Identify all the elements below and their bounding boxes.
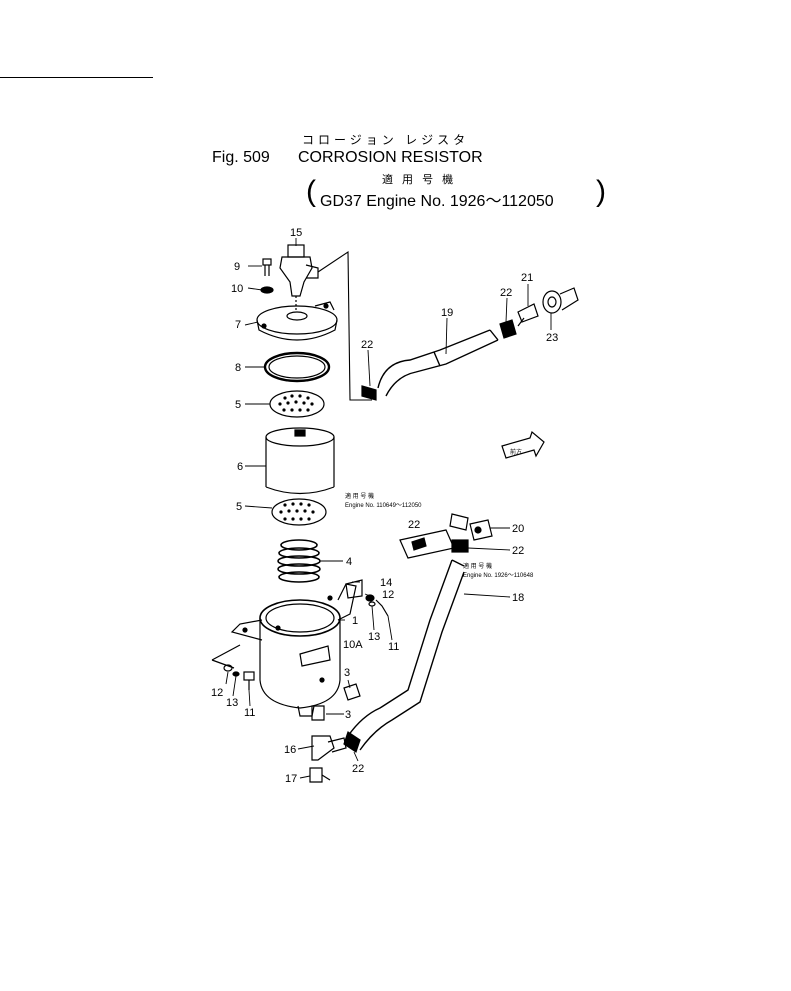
part-9-bolt	[262, 258, 272, 276]
callout-4: 4	[346, 556, 352, 568]
note-upper-range: Engine No. 110649～112050	[345, 503, 422, 509]
part-22-clamp-bottom	[343, 731, 361, 753]
kana-applicable: 適 用 号 機	[382, 174, 457, 186]
callout-10: 10	[231, 283, 243, 295]
part-5-plate-upper	[269, 390, 325, 418]
callout-21: 21	[521, 272, 533, 284]
part-19-hose	[377, 329, 499, 397]
callout-17: 17	[285, 773, 297, 785]
callout-22-upper-right: 22	[500, 287, 512, 299]
callout-5-upper: 5	[235, 399, 241, 411]
callout-22-inset: 22	[408, 519, 420, 531]
callout-23: 23	[546, 332, 558, 344]
callout-20: 20	[512, 523, 524, 535]
part-17-drain	[309, 767, 331, 783]
part-1-housing	[230, 583, 357, 717]
callout-13-right: 13	[368, 631, 380, 643]
callout-1: 1	[352, 615, 358, 627]
part-22-clamp-upper-left	[361, 385, 377, 401]
part-7-cover	[256, 301, 338, 341]
note-upper-kana: 適 用 号 機	[345, 492, 374, 500]
callout-6: 6	[237, 461, 243, 473]
callout-7: 7	[235, 319, 241, 331]
callout-10A: 10A	[343, 639, 363, 651]
callout-9: 9	[234, 261, 240, 273]
part-16-elbow	[311, 735, 347, 761]
part-5-plate-lower	[271, 498, 327, 526]
part-23-adapter	[542, 287, 579, 314]
leader-lines	[225, 238, 552, 779]
callout-12-right: 12	[382, 589, 394, 601]
part-4-spring	[277, 539, 321, 583]
note-lower-kana: 適 用 号 機	[463, 562, 492, 570]
part-8-gasket	[263, 351, 331, 383]
callout-13-left: 13	[226, 697, 238, 709]
part-3-plug-side	[343, 683, 361, 701]
part-15-elbow	[279, 244, 319, 312]
part-21-connector	[517, 303, 539, 327]
callout-11-right: 11	[388, 641, 399, 653]
callout-3-side: 3	[344, 667, 350, 679]
callout-19: 19	[441, 307, 453, 319]
top-rule	[0, 77, 153, 78]
callout-3-bottom: 3	[345, 709, 351, 721]
callout-5-lower: 5	[236, 501, 242, 513]
callout-22-upper-left: 22	[361, 339, 373, 351]
part-3-plug-bottom	[311, 705, 325, 721]
callout-12-left: 12	[211, 687, 223, 699]
front-arrow-label: 前方	[510, 448, 522, 456]
callout-22-bottom: 22	[352, 763, 364, 775]
part-12-13-11-left	[211, 644, 255, 690]
callout-22-right: 22	[512, 545, 524, 557]
part-6-element	[265, 427, 335, 495]
fig-label: Fig. 509	[212, 149, 270, 166]
part-22-clamp-upper-right	[499, 319, 517, 339]
callout-15: 15	[290, 227, 302, 239]
part-10-washer	[260, 286, 274, 294]
part-18-hose	[347, 559, 465, 751]
callout-8: 8	[235, 362, 241, 374]
inset-22-box	[399, 529, 455, 559]
fig-title: CORROSION RESISTOR	[298, 149, 483, 166]
pipe-route-upper	[317, 250, 372, 401]
part-22-clamp-hose-top	[451, 539, 469, 553]
note-lower-range: Engine No. 1926～110648	[463, 573, 534, 579]
part-14-bracket	[345, 579, 363, 599]
part-12-13-11-right	[365, 594, 389, 617]
callout-16: 16	[284, 744, 296, 756]
callout-11-left: 11	[244, 707, 255, 719]
engine-range: GD37 Engine No. 1926～112050	[320, 193, 554, 210]
paren-open: (	[306, 175, 316, 208]
kana-title: コロージョン レジスタ	[302, 133, 470, 147]
front-arrow	[501, 430, 545, 459]
callout-14: 14	[380, 577, 392, 589]
callout-18: 18	[512, 592, 524, 604]
part-20-fitting	[449, 513, 493, 541]
paren-close: )	[596, 175, 606, 208]
